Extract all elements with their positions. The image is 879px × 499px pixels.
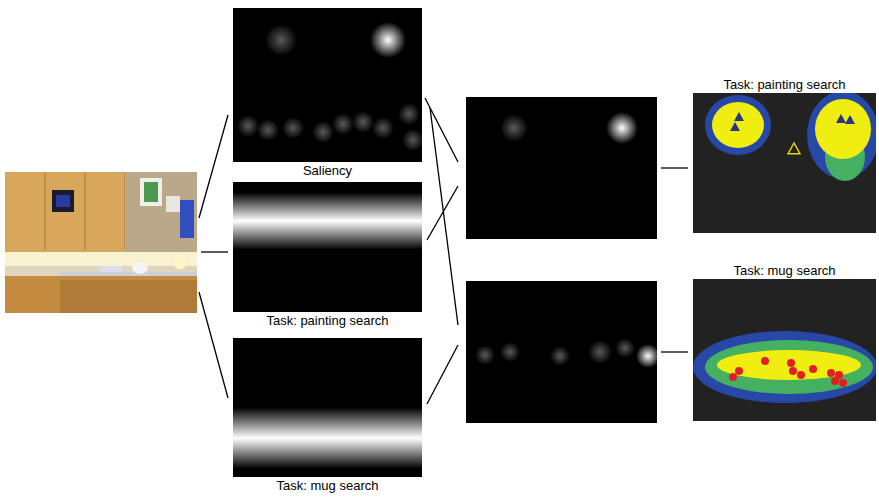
map-image xyxy=(233,8,422,162)
combined-map-painting xyxy=(466,97,657,239)
combined-map-mug xyxy=(466,281,660,423)
task-map-mug: Task: mug search xyxy=(233,338,422,494)
map-caption: Task: painting search xyxy=(693,76,876,93)
fixation-map-mug: Task: mug search xyxy=(693,262,876,421)
map-caption: Task: mug search xyxy=(233,477,422,494)
map-image xyxy=(693,279,876,421)
map-caption: Task: painting search xyxy=(233,312,422,329)
map-caption: Saliency xyxy=(233,162,422,179)
saliency-map: Saliency xyxy=(233,8,422,179)
task-map-painting: Task: painting search xyxy=(233,182,422,329)
kitchen-photo xyxy=(5,172,197,313)
fixation-map-painting: Task: painting search xyxy=(693,76,876,233)
map-image xyxy=(233,338,422,477)
map-caption: Task: mug search xyxy=(693,262,876,279)
map-image xyxy=(693,93,876,233)
map-image xyxy=(233,182,422,312)
